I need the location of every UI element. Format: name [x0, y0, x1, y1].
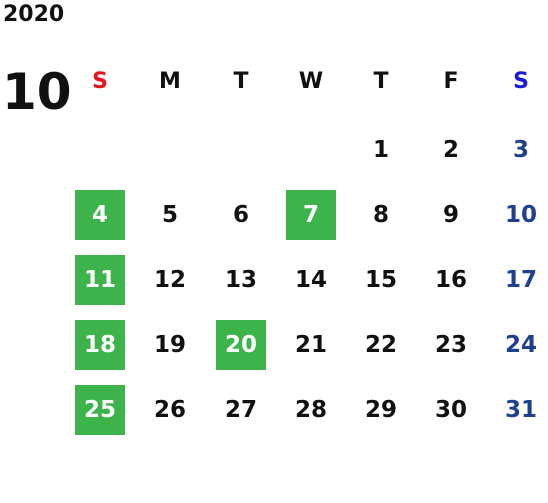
date-cell-3[interactable]: 3: [512, 137, 529, 163]
date-cell-19[interactable]: 19: [153, 332, 186, 358]
date-cell-10[interactable]: 10: [504, 202, 537, 228]
year-label: 2020: [3, 2, 65, 27]
weekday-mon: M: [159, 69, 181, 94]
date-cell-17[interactable]: 17: [504, 267, 537, 293]
date-cell-26[interactable]: 26: [153, 397, 186, 423]
date-cell-27[interactable]: 27: [224, 397, 257, 423]
weekday-fri: F: [443, 69, 459, 94]
date-cell-5[interactable]: 5: [161, 202, 178, 228]
date-cell-22[interactable]: 22: [364, 332, 397, 358]
date-cell-20[interactable]: 20: [216, 320, 266, 370]
date-cell-2[interactable]: 2: [442, 137, 459, 163]
date-cell-11[interactable]: 11: [75, 255, 125, 305]
date-cell-25[interactable]: 25: [75, 385, 125, 435]
date-cell-21[interactable]: 21: [294, 332, 327, 358]
date-cell-24[interactable]: 24: [504, 332, 537, 358]
weekday-wed: W: [298, 69, 324, 94]
date-cell-6[interactable]: 6: [232, 202, 249, 228]
date-cell-15[interactable]: 15: [364, 267, 397, 293]
date-cell-8[interactable]: 8: [372, 202, 389, 228]
weekday-sun: S: [92, 69, 108, 94]
date-cell-30[interactable]: 30: [434, 397, 467, 423]
date-cell-23[interactable]: 23: [434, 332, 467, 358]
weekday-tue: T: [233, 69, 249, 94]
date-cell-31[interactable]: 31: [504, 397, 537, 423]
date-cell-28[interactable]: 28: [294, 397, 327, 423]
weekday-sat: S: [513, 69, 529, 94]
date-cell-13[interactable]: 13: [224, 267, 257, 293]
date-cell-29[interactable]: 29: [364, 397, 397, 423]
date-cell-12[interactable]: 12: [153, 267, 186, 293]
weekday-thu: T: [373, 69, 389, 94]
date-cell-18[interactable]: 18: [75, 320, 125, 370]
date-cell-16[interactable]: 16: [434, 267, 467, 293]
date-cell-1[interactable]: 1: [372, 137, 389, 163]
date-cell-9[interactable]: 9: [442, 202, 459, 228]
date-cell-7[interactable]: 7: [286, 190, 336, 240]
month-number: 10: [2, 63, 72, 121]
date-cell-14[interactable]: 14: [294, 267, 327, 293]
date-cell-4[interactable]: 4: [75, 190, 125, 240]
